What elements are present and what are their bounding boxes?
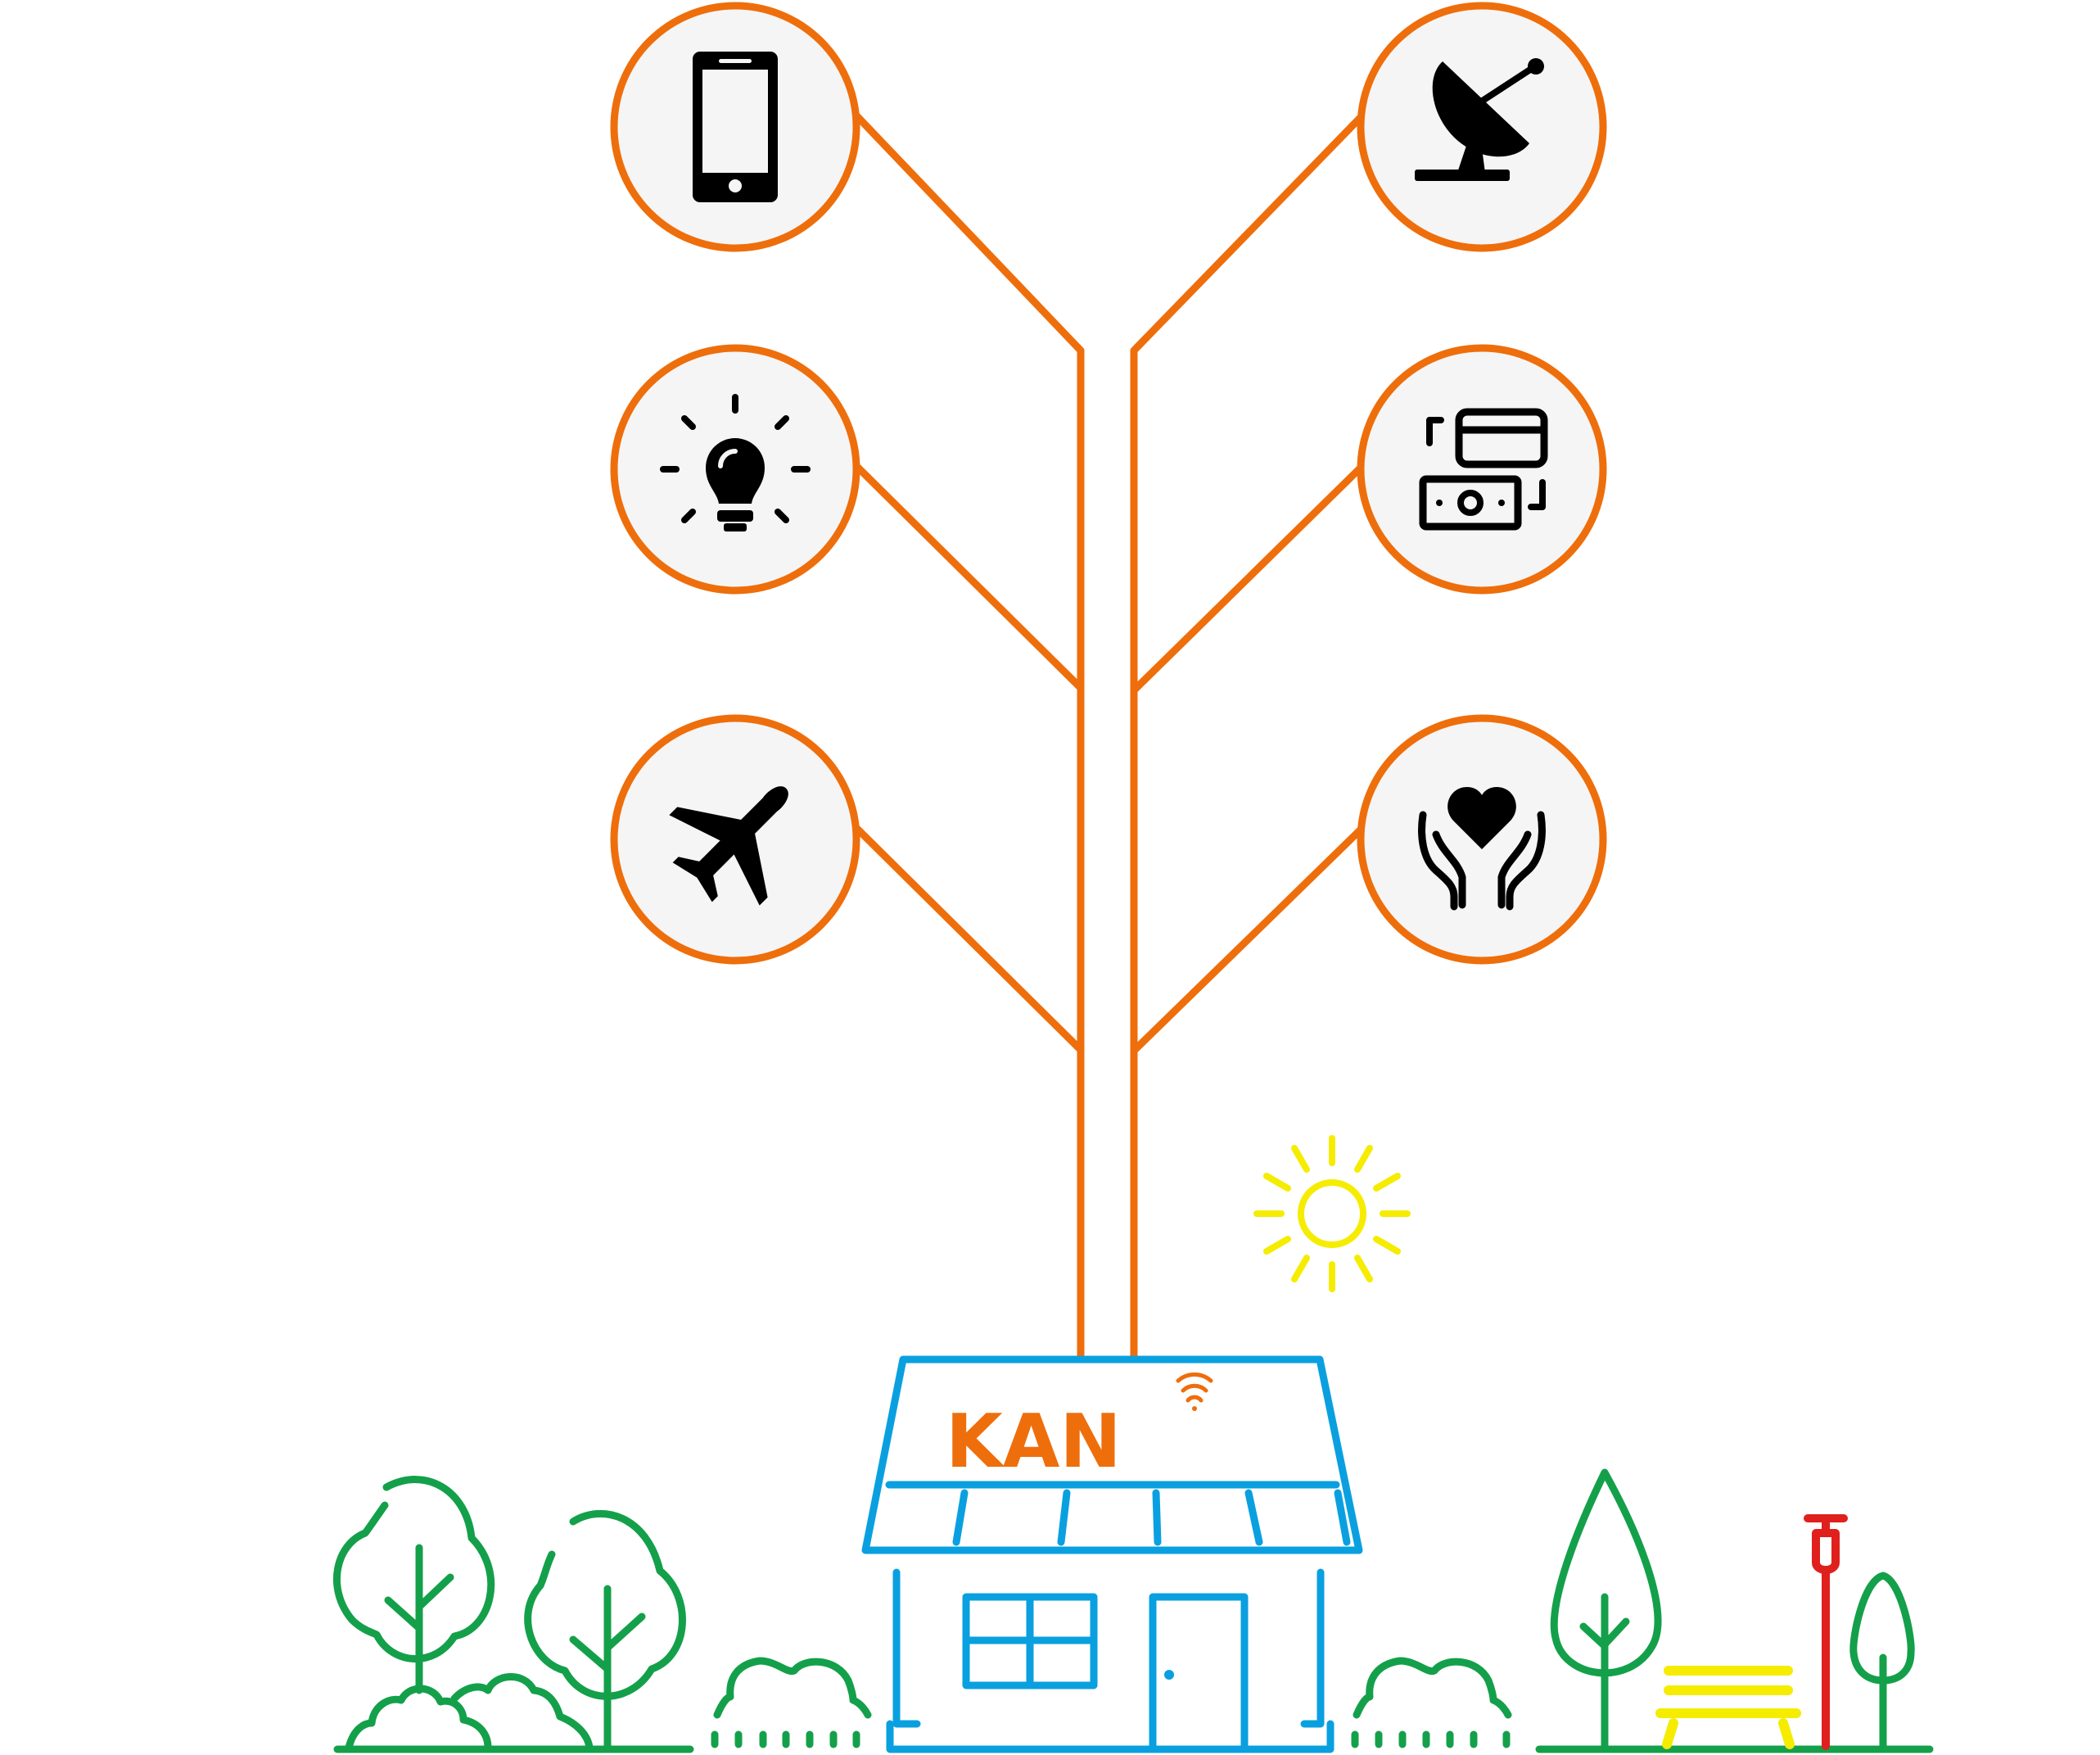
shop-base [886,1720,1335,1753]
airplane-icon [669,786,788,906]
street-lamp-icon [1804,1514,1848,1750]
node-circle [1357,344,1607,595]
shop-sign: KAN [946,1399,1122,1485]
smartphone-icon [693,52,778,202]
card-and-cash-icon [1419,408,1548,531]
left-greenery [332,1476,872,1753]
node-satellite-dish [1357,2,1607,252]
node-airplane [610,714,860,965]
tree-icon [1849,1572,1915,1750]
branch-airplane [851,823,1085,1054]
heart-in-hands-icon [1418,787,1546,911]
lightbulb-icon [660,394,811,531]
shop-building: KAN [861,1355,1363,1753]
node-smartphone [610,2,860,252]
shop-awning [861,1355,1363,1554]
right-greenery [1351,1468,1934,1753]
wifi-icon [1176,1372,1213,1411]
branch-heart-hands [1130,823,1367,1055]
node-lightbulb [610,344,860,595]
door-knob [1164,1670,1174,1680]
tree-icon [332,1476,495,1694]
shop-door [1149,1593,1249,1750]
node-card-and-cash [1357,344,1607,595]
tree-icon [524,1509,686,1750]
awning-stripes [952,1489,1351,1546]
satellite-dish-icon [1415,58,1544,181]
tree-icon [1550,1468,1662,1750]
shop-right-wall [1300,1568,1325,1728]
branch-lightbulb [851,461,1085,692]
shrub-icon [711,1657,872,1748]
tree-trunk-and-branches [851,111,1367,1359]
bush-icon [345,1673,594,1752]
trunk-right-line [1130,111,1367,1359]
branch-card-cash [1130,461,1367,694]
bench-icon [1655,1666,1801,1749]
shrub-icon [1351,1657,1512,1748]
sun-icon [1253,1135,1411,1292]
node-heart-in-hands [1357,714,1607,965]
trunk-left-line [851,111,1085,1359]
shop-left-wall [892,1568,921,1728]
